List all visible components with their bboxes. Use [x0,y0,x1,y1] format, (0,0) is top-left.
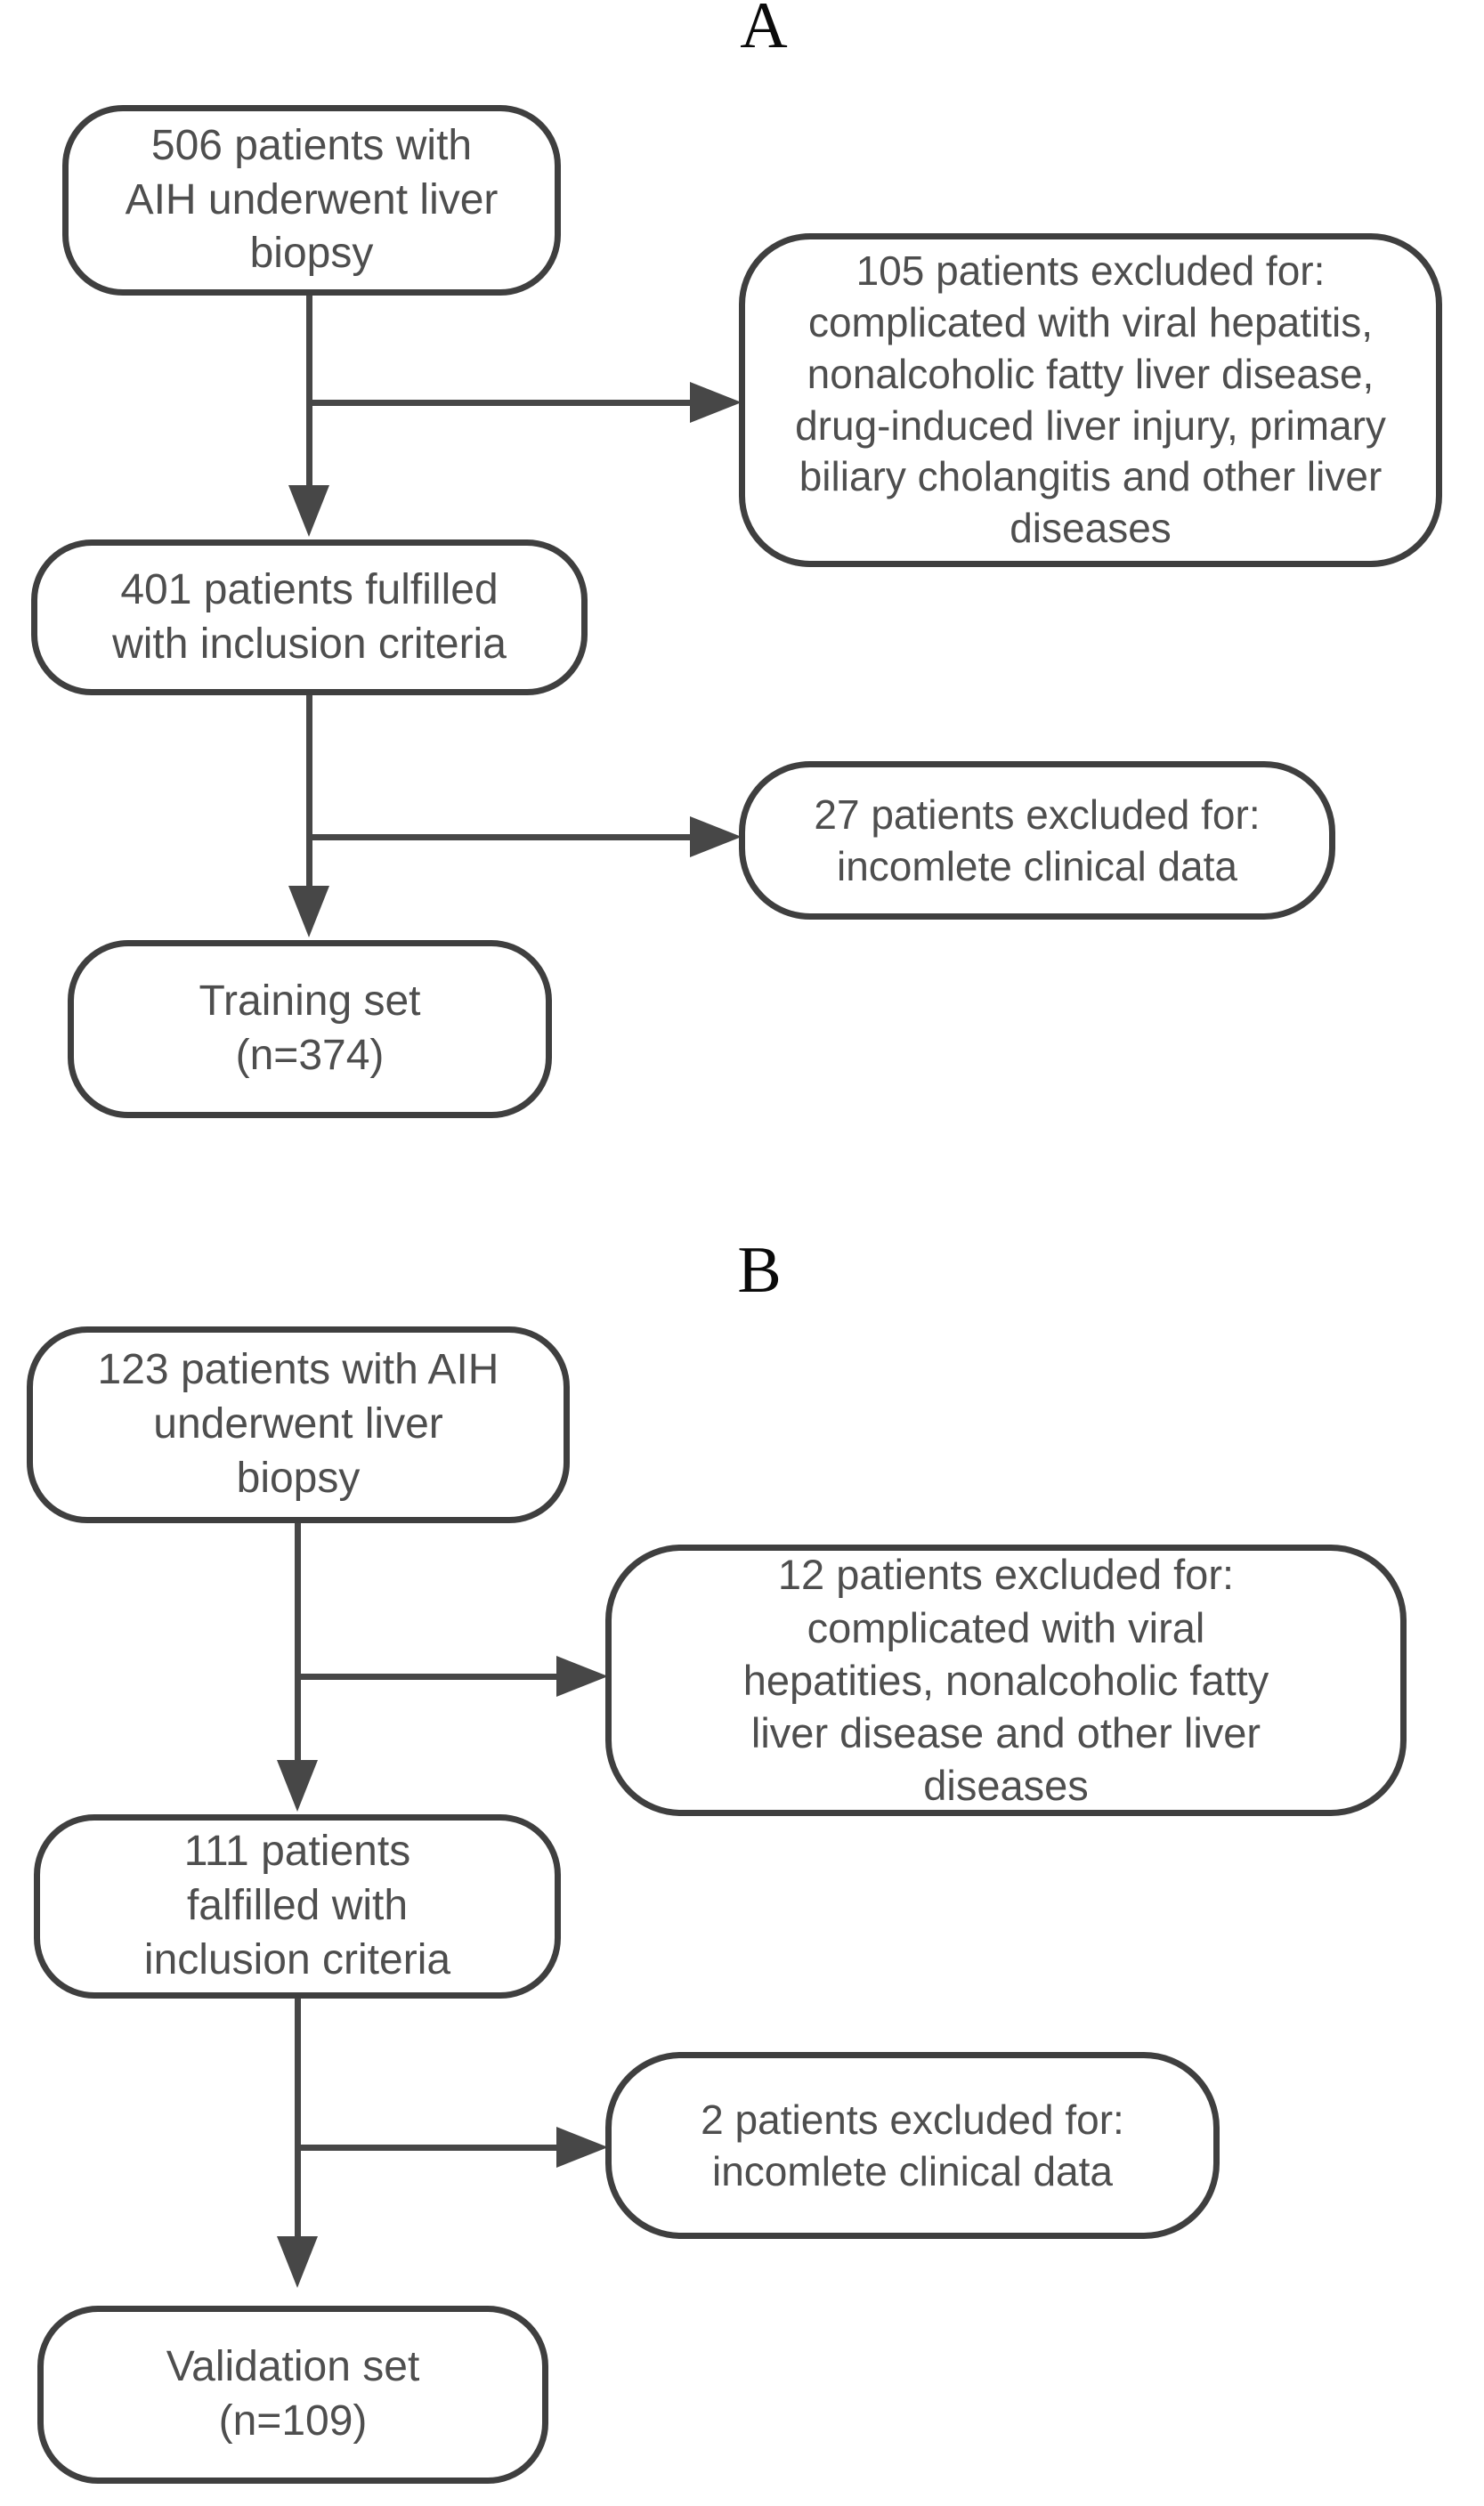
box-training-set: Training set (n=374) [68,940,552,1118]
connector-line-a-inclusion-to-training [306,695,312,886]
arrow-right-icon [690,816,742,857]
box-aih-biopsy-source-a: 506 patients with AIH underwent liver bi… [62,105,561,296]
box-excluded-data-a: 27 patients excluded for: incomlete clin… [739,761,1335,920]
box-excluded-viral-b: 12 patients excluded for: complicated wi… [605,1545,1407,1816]
arrow-down-icon [288,886,329,937]
arrow-down-icon [277,1760,318,1812]
box-inclusion-criteria-a: 401 patients fulfilled with inclusion cr… [31,539,588,695]
connector-line-b-excluded-1 [297,1674,556,1680]
connector-line-a-excluded-1 [309,400,690,406]
box-excluded-data-b: 2 patients excluded for: incomlete clini… [605,2052,1220,2239]
connector-line-b-inclusion-to-validation [295,1999,301,2236]
panel-b-label: B [737,1234,782,1307]
arrow-right-icon [556,1656,608,1697]
box-inclusion-criteria-b: 111 patients falfilled with inclusion cr… [34,1814,561,1999]
arrow-right-icon [690,382,742,423]
arrow-down-icon [277,2236,318,2288]
box-aih-biopsy-source-b: 123 patients with AIH underwent liver bi… [27,1326,570,1523]
connector-line-b-excluded-2 [297,2145,556,2151]
connector-line-a-excluded-2 [309,834,690,840]
panel-a-label: A [740,0,788,62]
connector-line-a-source-to-inclusion [306,296,312,485]
arrow-down-icon [288,485,329,537]
box-validation-set: Validation set (n=109) [37,2306,548,2484]
box-excluded-viral-a: 105 patients excluded for: complicated w… [739,233,1442,567]
arrow-right-icon [556,2127,608,2168]
connector-line-b-source-to-inclusion [295,1523,301,1760]
